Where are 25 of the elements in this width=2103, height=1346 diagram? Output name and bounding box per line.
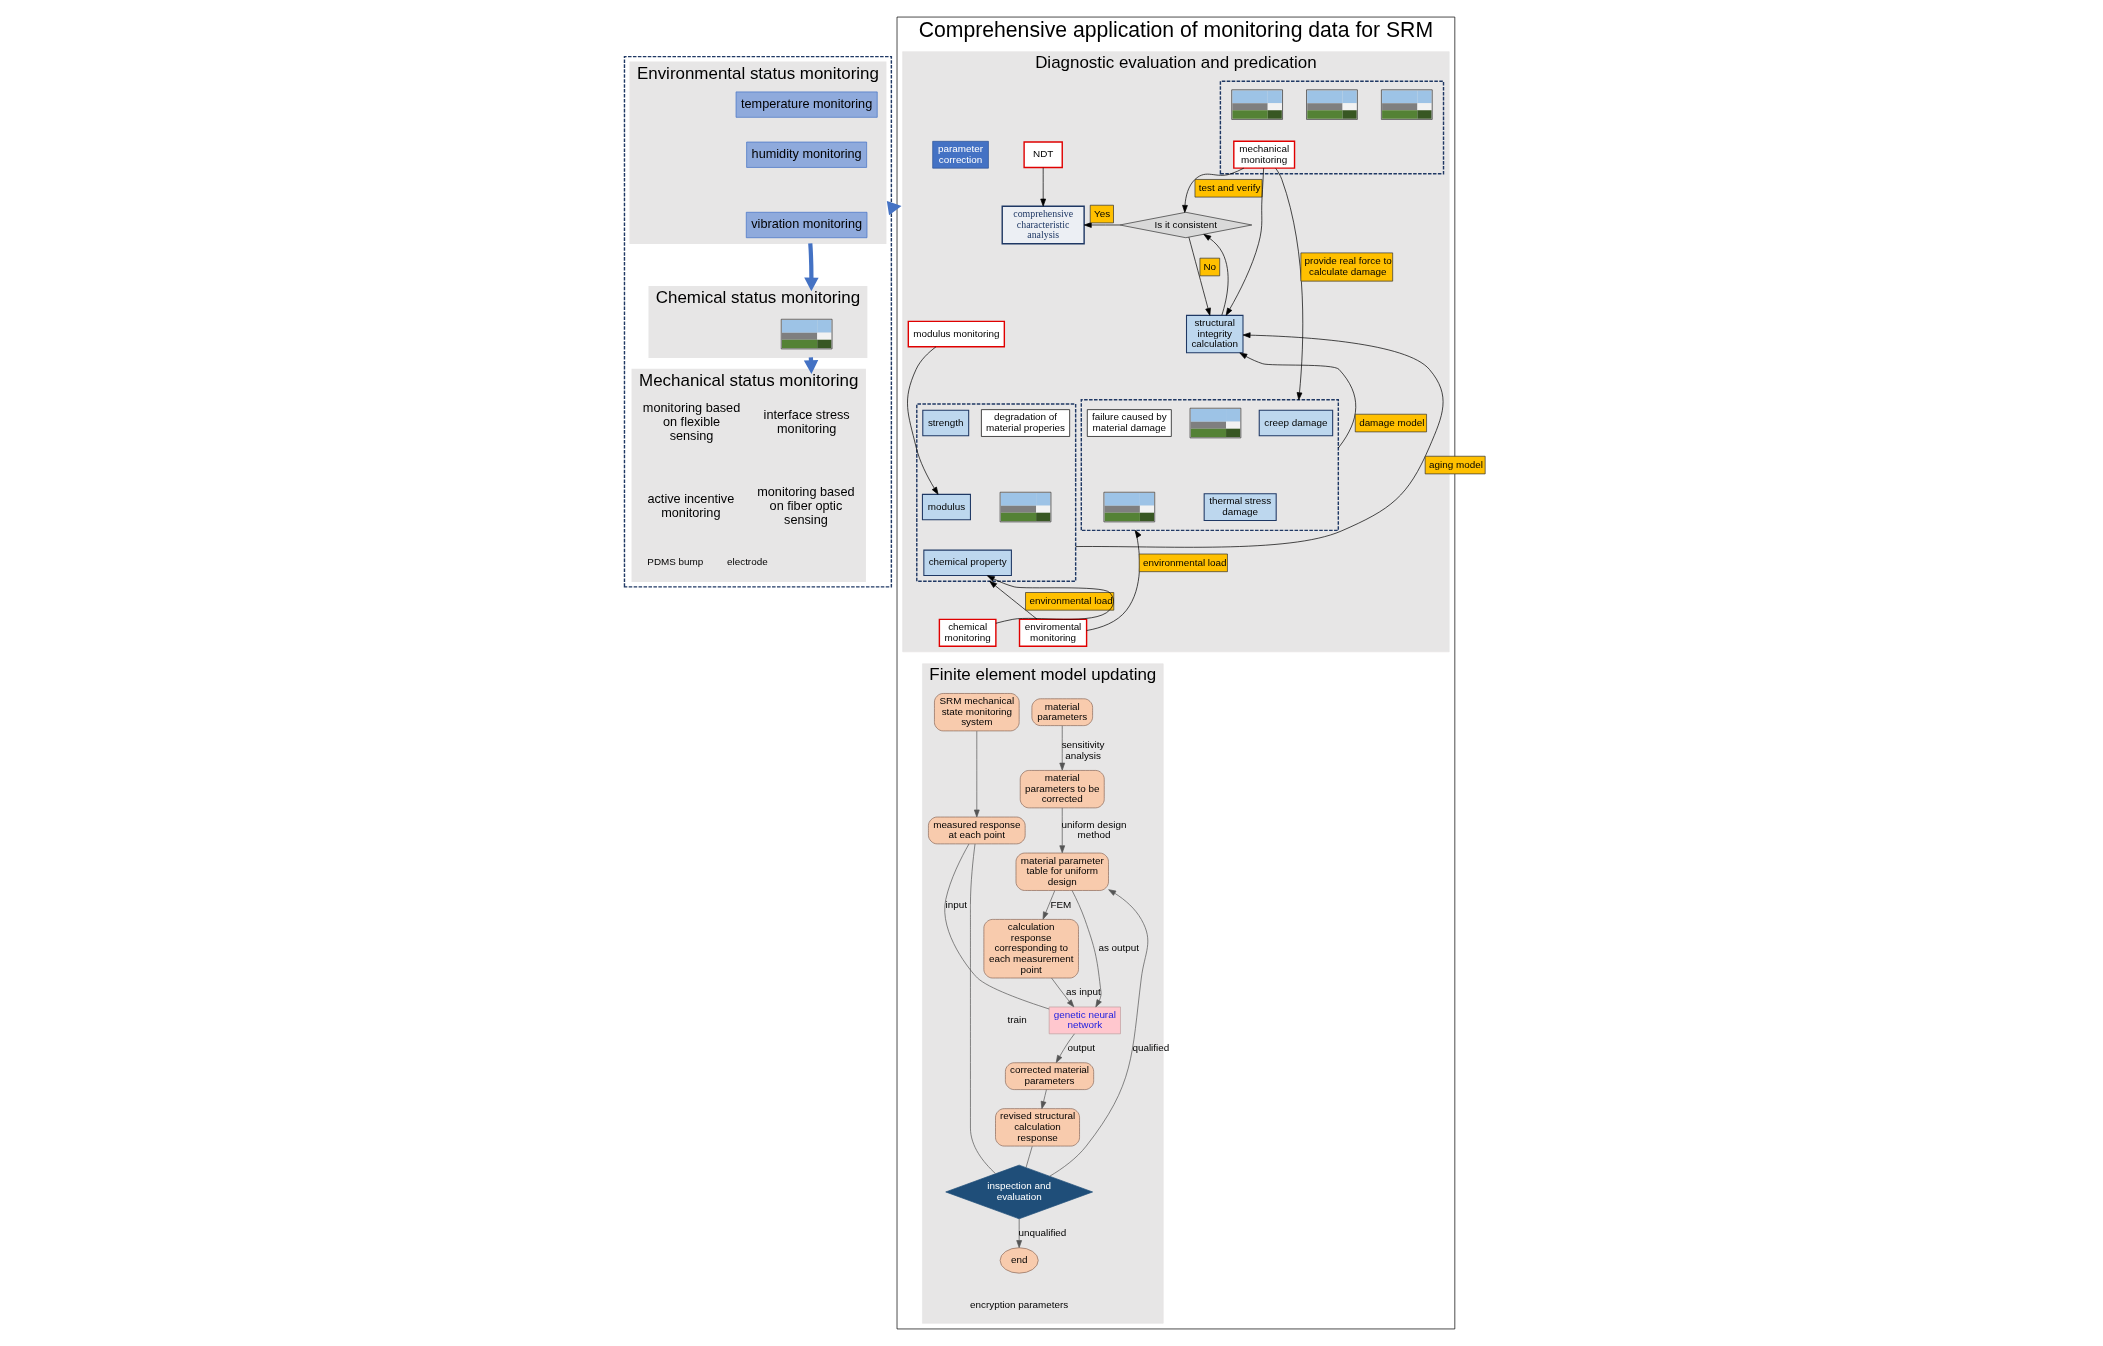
edge-label: environmental load [1028,595,1113,607]
edge-label: Yes [1093,208,1110,220]
edge-label: provide real force to calculate damage [1303,255,1392,277]
edge-label: uniform design method [1061,818,1126,841]
node-text: monitoring based on fiber optic sensing [756,485,855,528]
edge-label: qualified [1131,1041,1169,1053]
edge-label: damage model [1358,417,1424,429]
label: encryption parameters [969,1298,1068,1310]
edge-label: input [945,898,967,910]
edge-label: as input [1065,986,1101,998]
edge-label: No [1202,260,1216,272]
node-text: interface stress monitoring [763,408,850,437]
label: PDMS bump [646,556,703,568]
edge-label: as output [1097,942,1139,954]
node-text: active incentive monitoring [646,492,734,521]
edge-label: aging model [1428,459,1483,471]
label: electrode [726,556,768,568]
edge-label: test and verify [1198,182,1260,194]
edge-label: unqualified [1018,1226,1066,1238]
edge-label: sensitivity analysis [1061,738,1104,761]
edge-label: environmental load [1142,556,1227,568]
edge-label: FEM [1049,898,1071,910]
edge-label: output [1067,1041,1095,1053]
node-text: monitoring based on flexible sensing [642,401,740,444]
label: train [1006,1014,1027,1025]
